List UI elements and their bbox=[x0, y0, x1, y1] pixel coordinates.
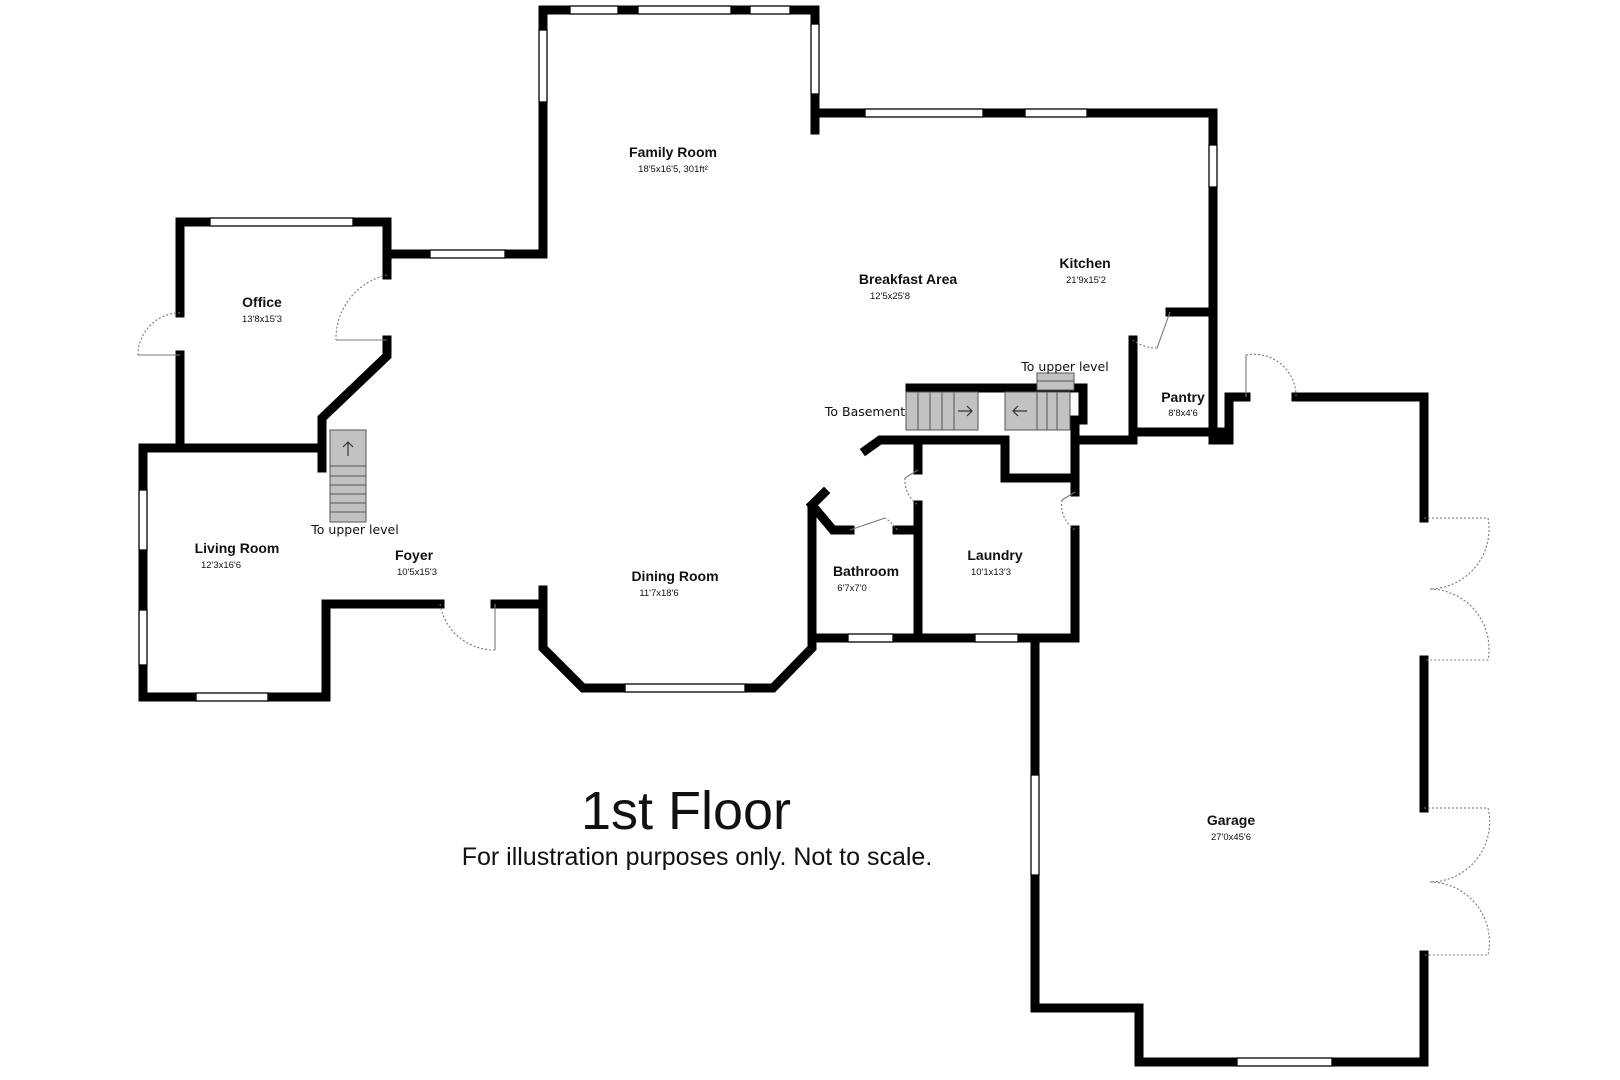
up-arrow-icon bbox=[342, 441, 354, 456]
room-dimensions: 27'0x45'6 bbox=[1211, 832, 1251, 843]
room-name: Laundry bbox=[967, 547, 1022, 563]
wall bbox=[317, 335, 392, 453]
room-name: Breakfast Area bbox=[859, 271, 958, 287]
door-swing bbox=[1132, 339, 1158, 349]
room-name: Office bbox=[242, 294, 282, 310]
stairs-basement bbox=[905, 391, 979, 431]
wall bbox=[138, 443, 445, 702]
window bbox=[1030, 774, 1040, 876]
room-living-room: Living Room 12'3x16'6 bbox=[195, 540, 280, 571]
wall bbox=[490, 599, 817, 693]
room-dimensions: 10'5x15'3 bbox=[397, 567, 437, 578]
wall bbox=[1070, 383, 1088, 445]
wall bbox=[1030, 633, 1429, 1067]
door-leaf bbox=[849, 517, 886, 531]
window bbox=[864, 108, 984, 118]
window bbox=[974, 633, 1019, 643]
door-leaf bbox=[1156, 311, 1171, 349]
floor-disclaimer: For illustration purposes only. Not to s… bbox=[462, 843, 933, 871]
room-name: Kitchen bbox=[1059, 255, 1110, 271]
room-foyer: Foyer 10'5x15'3 bbox=[395, 547, 437, 578]
windows bbox=[138, 5, 1333, 1067]
wall bbox=[805, 498, 855, 535]
door-leaf bbox=[1061, 491, 1076, 501]
window bbox=[138, 609, 148, 666]
room-name: Family Room bbox=[629, 144, 717, 160]
room-dimensions: 10'1x13'3 bbox=[971, 567, 1011, 578]
room-kitchen: Kitchen 21'9x15'2 bbox=[1059, 255, 1110, 286]
room-breakfast-area: Breakfast Area 12'5x25'8 bbox=[859, 271, 958, 302]
door-swing bbox=[335, 274, 388, 341]
door-swing bbox=[137, 312, 181, 356]
wall bbox=[1128, 335, 1251, 437]
room-dimensions: 6'7x7'0 bbox=[837, 583, 867, 594]
window bbox=[538, 29, 548, 103]
window bbox=[195, 692, 269, 702]
window bbox=[637, 5, 732, 15]
room-dimensions: 18'5x16'5, 301ft² bbox=[638, 164, 708, 175]
walls bbox=[138, 5, 1429, 1067]
room-dining-room: Dining Room 11'7x18'6 bbox=[631, 568, 718, 599]
room-dimensions: 11'7x18'6 bbox=[639, 588, 678, 599]
window bbox=[569, 5, 619, 15]
window bbox=[624, 683, 746, 693]
wall bbox=[859, 435, 923, 457]
right-arrow-icon bbox=[958, 405, 973, 417]
door-swing bbox=[904, 477, 919, 506]
room-name: Foyer bbox=[395, 547, 434, 563]
stair-note-upper-right: To upper level bbox=[1020, 359, 1108, 374]
room-name: Dining Room bbox=[631, 568, 718, 584]
door-swing bbox=[1061, 499, 1076, 531]
door-swing bbox=[1424, 881, 1490, 956]
door-swing bbox=[439, 603, 496, 651]
door-swing bbox=[1424, 517, 1490, 590]
room-laundry: Laundry 10'1x13'3 bbox=[967, 547, 1022, 578]
room-family-room: Family Room 18'5x16'5, 301ft² bbox=[629, 144, 717, 175]
wall bbox=[913, 435, 1138, 483]
stairs-left bbox=[329, 429, 367, 523]
door-swing bbox=[1424, 807, 1491, 883]
room-name: Living Room bbox=[195, 540, 280, 556]
room-dimensions: 13'8x15'3 bbox=[242, 314, 282, 325]
door-swing bbox=[884, 517, 898, 531]
room-pantry: Pantry 8'8x4'6 bbox=[1161, 389, 1205, 419]
room-dimensions: 12'3x16'6 bbox=[201, 560, 241, 571]
wall bbox=[175, 217, 392, 318]
room-dimensions: 12'5x25'8 bbox=[870, 291, 910, 302]
door-swing bbox=[1424, 588, 1490, 661]
window bbox=[138, 489, 148, 551]
door-leaf bbox=[904, 469, 919, 479]
room-dimensions: 21'9x15'2 bbox=[1066, 275, 1106, 286]
room-name: Bathroom bbox=[833, 563, 899, 579]
window bbox=[749, 5, 791, 15]
room-name: Pantry bbox=[1161, 389, 1205, 405]
room-name: Garage bbox=[1207, 812, 1255, 828]
room-garage: Garage 27'0x45'6 bbox=[1207, 812, 1255, 843]
window bbox=[429, 249, 506, 259]
wall bbox=[810, 108, 1218, 317]
stairs-right bbox=[1004, 372, 1075, 431]
window bbox=[1208, 144, 1218, 188]
window bbox=[1236, 1057, 1333, 1067]
window bbox=[209, 217, 354, 227]
window bbox=[810, 23, 820, 95]
left-arrow-icon bbox=[1012, 405, 1027, 417]
room-office: Office 13'8x15'3 bbox=[242, 294, 282, 325]
window bbox=[1024, 108, 1088, 118]
room-dimensions: 8'8x4'6 bbox=[1168, 408, 1198, 419]
door-swing bbox=[1245, 353, 1297, 398]
room-bathroom: Bathroom 6'7x7'0 bbox=[833, 563, 899, 594]
floor-title: 1st Floor bbox=[581, 781, 791, 841]
stair-note-basement: To Basement bbox=[824, 404, 905, 419]
wall bbox=[538, 5, 820, 259]
stair-note-upper-left: To upper level bbox=[310, 522, 398, 537]
window bbox=[847, 633, 894, 643]
wall bbox=[1291, 392, 1429, 523]
wall bbox=[1208, 307, 1234, 445]
doors bbox=[137, 274, 1491, 956]
